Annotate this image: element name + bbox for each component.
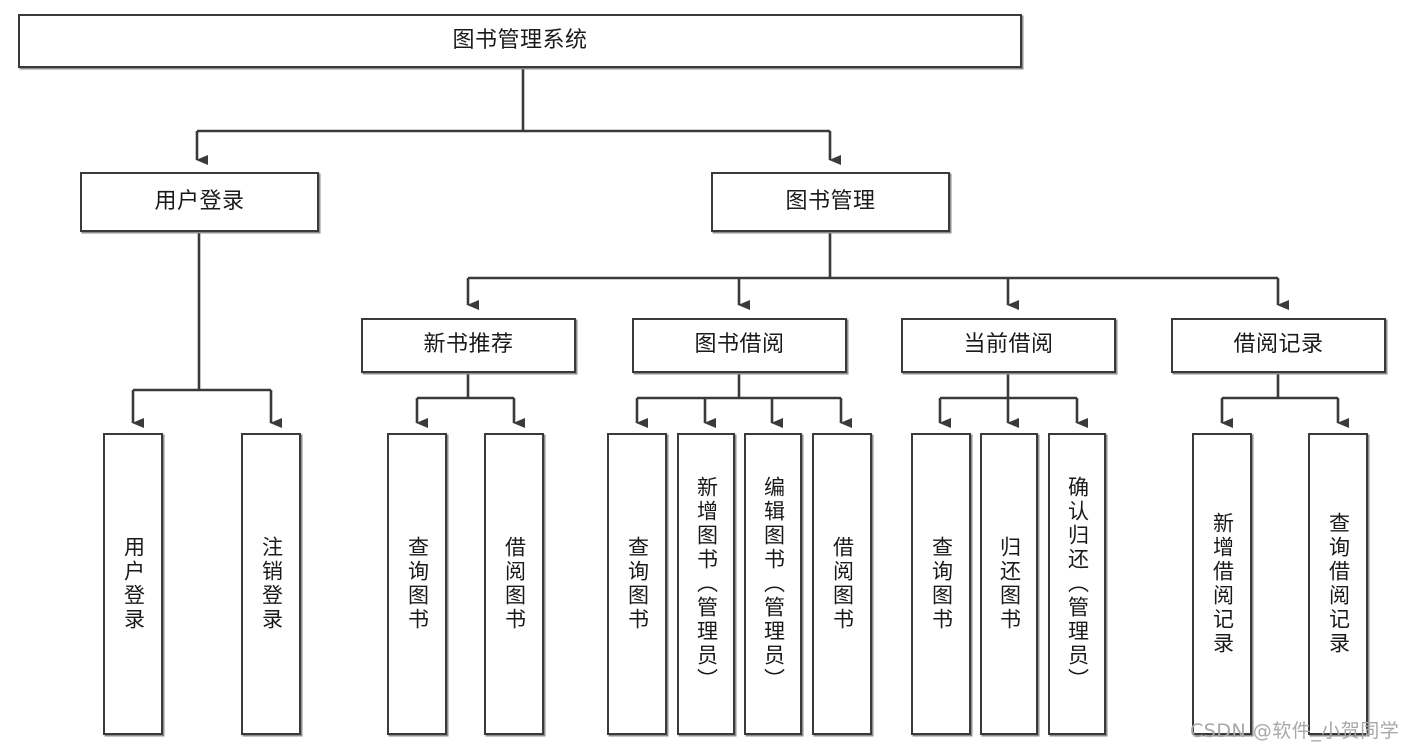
node-leaf-label: 借阅图书 (830, 536, 855, 632)
node-leaf-query-book-recommend[interactable]: 查询图书 (387, 433, 447, 735)
node-leaf-borrow-book-recommend[interactable]: 借阅图书 (484, 433, 544, 735)
node-leaf-label: 查询借阅记录 (1326, 512, 1351, 656)
node-user-login-label: 用户登录 (154, 188, 245, 214)
node-leaf-label: 确认归还（管理员） (1065, 476, 1090, 692)
node-leaf-edit-book-admin[interactable]: 编辑图书（管理员） (744, 433, 802, 735)
node-leaf-query-book-borrow[interactable]: 查询图书 (607, 433, 667, 735)
node-leaf-label: 借阅图书 (502, 536, 527, 632)
node-leaf-query-book-current[interactable]: 查询图书 (911, 433, 971, 735)
node-leaf-label: 用户登录 (121, 536, 146, 632)
node-leaf-borrow-book[interactable]: 借阅图书 (812, 433, 872, 735)
node-leaf-label: 编辑图书（管理员） (761, 476, 786, 692)
node-leaf-label: 查询图书 (405, 536, 430, 632)
node-new-book-recommend[interactable]: 新书推荐 (361, 318, 576, 373)
node-book-borrow[interactable]: 图书借阅 (632, 318, 847, 373)
node-new-book-recommend-label: 新书推荐 (423, 332, 514, 358)
node-user-login[interactable]: 用户登录 (80, 172, 319, 232)
node-leaf-add-book-admin[interactable]: 新增图书（管理员） (677, 433, 735, 735)
node-book-borrow-label: 图书借阅 (694, 332, 785, 358)
csdn-watermark: CSDN @软件_小贺同学 (1190, 716, 1399, 743)
node-borrow-record-label: 借阅记录 (1233, 332, 1324, 358)
watermark-text: CSDN @软件_小贺同学 (1190, 720, 1400, 742)
node-current-borrow[interactable]: 当前借阅 (901, 318, 1116, 373)
node-book-management-label: 图书管理 (785, 188, 876, 214)
node-leaf-return-book[interactable]: 归还图书 (980, 433, 1038, 735)
node-book-management[interactable]: 图书管理 (711, 172, 950, 232)
node-leaf-label: 归还图书 (997, 536, 1022, 632)
node-root[interactable]: 图书管理系统 (18, 14, 1022, 68)
node-leaf-confirm-return-admin[interactable]: 确认归还（管理员） (1048, 433, 1106, 735)
node-leaf-label: 注销登录 (259, 536, 284, 632)
node-leaf-add-borrow-record[interactable]: 新增借阅记录 (1192, 433, 1252, 735)
node-root-label: 图书管理系统 (452, 27, 588, 53)
node-leaf-query-borrow-record[interactable]: 查询借阅记录 (1308, 433, 1368, 735)
node-leaf-logout[interactable]: 注销登录 (241, 433, 301, 735)
node-leaf-label: 查询图书 (929, 536, 954, 632)
node-leaf-user-login[interactable]: 用户登录 (103, 433, 163, 735)
node-current-borrow-label: 当前借阅 (963, 332, 1054, 358)
node-leaf-label: 新增借阅记录 (1210, 512, 1235, 656)
node-borrow-record[interactable]: 借阅记录 (1171, 318, 1386, 373)
node-leaf-label: 新增图书（管理员） (694, 476, 719, 692)
node-leaf-label: 查询图书 (625, 536, 650, 632)
